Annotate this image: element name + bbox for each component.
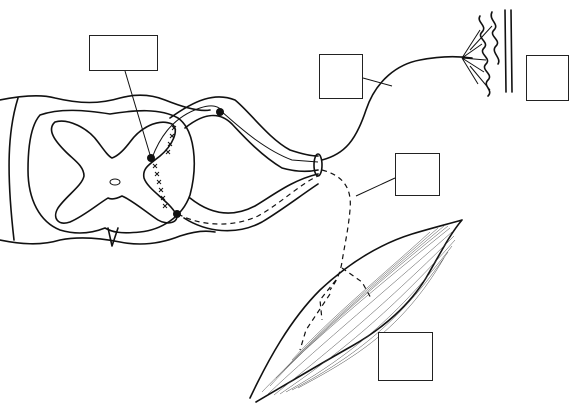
motor-fiber [322, 170, 350, 290]
interneuron-cell-body [147, 154, 155, 162]
dorsal-root-lower [185, 115, 318, 171]
label-box-3[interactable] [526, 55, 569, 101]
sensory-neuron-path [152, 106, 222, 158]
grey-matter [51, 121, 176, 223]
skin-surface [505, 10, 512, 92]
motor-end-plates [300, 268, 372, 350]
receptor-wavy-fibers [479, 12, 499, 96]
ventral-root [190, 174, 318, 213]
spinal-cord-outline [0, 95, 215, 244]
ganglion-cell-body [216, 108, 224, 116]
label-box-4[interactable] [395, 153, 440, 196]
label-box-1[interactable] [89, 35, 158, 71]
motor-neuron-path-inner [178, 176, 318, 224]
spinal-ganglion [314, 154, 322, 176]
interneuron-synapses [153, 126, 176, 208]
label-box-5[interactable] [378, 332, 433, 381]
motor-neuron-cell-body [173, 210, 181, 218]
label-box-2[interactable] [319, 54, 363, 99]
spinal-cord-left-edge [9, 98, 18, 240]
central-canal [110, 179, 120, 185]
